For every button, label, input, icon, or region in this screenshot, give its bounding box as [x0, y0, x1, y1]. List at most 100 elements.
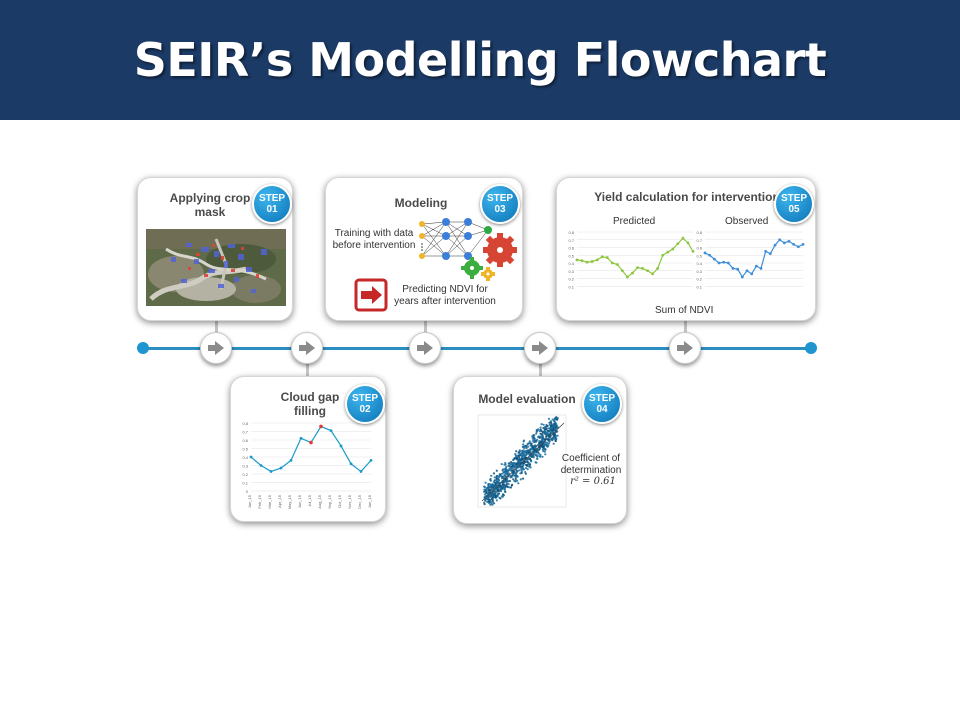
y-tick-label: 0.2	[568, 277, 574, 282]
data-point	[299, 436, 303, 440]
x-tick-label: Aug_15	[317, 494, 322, 509]
data-point	[717, 261, 721, 265]
step-05-card: Yield calculation for intervention Predi…	[556, 177, 816, 321]
x-tick-label: Jan_15	[247, 494, 252, 508]
timeline-end-dot	[805, 342, 817, 354]
y-tick-label: 0.2	[242, 472, 248, 477]
y-tick-label: 0.3	[242, 464, 248, 469]
step-01-badge-word: STEP	[258, 193, 286, 204]
neural-network-diagram	[419, 218, 517, 281]
connector-step-01	[215, 320, 218, 334]
data-point	[768, 252, 772, 256]
gear-icon	[481, 267, 495, 281]
series-line	[704, 238, 804, 279]
training-label: Training with data before intervention	[332, 228, 416, 251]
data-point	[595, 258, 599, 262]
connector-step-03	[424, 320, 427, 334]
step-05-badge-word: STEP	[780, 193, 808, 204]
r-squared-value: r² = 0.61	[570, 476, 616, 487]
y-tick-label: 0.6	[568, 246, 574, 251]
data-point	[269, 470, 273, 473]
play-arrow-icon	[417, 341, 433, 355]
data-point	[666, 250, 670, 254]
step-03-badge-number: 03	[494, 204, 506, 215]
play-arrow-icon	[208, 341, 224, 355]
data-point	[778, 238, 782, 242]
step-02-title: Cloud gap filling	[280, 390, 340, 418]
data-point	[750, 272, 754, 276]
x-tick-label: Apr_15	[277, 494, 282, 508]
predicting-label: Predicting NDVI for years after interven…	[394, 284, 496, 307]
data-point	[329, 429, 333, 433]
data-point	[279, 466, 283, 470]
sum-ndvi-label: Sum of NDVI	[655, 305, 714, 316]
title-bar: SEIR’s Modelling Flowchart	[0, 0, 960, 120]
y-tick-label: 0.6	[696, 246, 702, 251]
y-tick-label: 0.6	[242, 438, 248, 443]
x-tick-label: Jan_16	[367, 494, 372, 508]
data-point	[759, 267, 763, 270]
y-tick-label: 0	[246, 489, 249, 494]
play-arrow-icon	[677, 341, 693, 355]
predicted-label: Predicted	[613, 216, 656, 227]
step-04-badge-word: STEP	[588, 393, 616, 404]
y-tick-label: 0.8	[242, 421, 248, 426]
data-point	[708, 253, 712, 257]
y-tick-label: 0.5	[568, 253, 574, 258]
x-tick-label: Feb_15	[257, 494, 262, 508]
x-tick-label: Jul_15	[307, 494, 312, 507]
data-point	[349, 462, 353, 466]
data-point	[681, 236, 685, 240]
data-point	[736, 267, 740, 271]
y-tick-label: 0.8	[696, 230, 702, 235]
data-point	[626, 275, 629, 279]
gear-icon	[461, 257, 483, 279]
y-tick-label: 0.7	[568, 238, 574, 243]
data-point	[359, 470, 363, 473]
gap-filled-point	[319, 424, 323, 429]
data-point	[259, 464, 263, 467]
y-tick-label: 0.8	[568, 230, 574, 235]
data-point	[610, 261, 614, 265]
timeline-arrow-2	[291, 332, 323, 364]
data-point	[636, 266, 639, 270]
y-tick-label: 0.5	[696, 253, 702, 258]
data-point	[646, 269, 650, 273]
x-tick-label: Dec_15	[357, 494, 362, 509]
series-line	[576, 237, 694, 278]
data-point	[590, 260, 594, 263]
observed-ndvi-chart: 0.80.70.60.50.40.30.20.1	[696, 230, 805, 289]
data-point	[792, 243, 796, 246]
data-point	[339, 444, 343, 448]
observed-label: Observed	[725, 216, 769, 227]
data-point	[703, 251, 707, 255]
page-title: SEIR’s Modelling Flowchart	[133, 33, 827, 87]
evaluation-scatter-plot	[477, 414, 567, 508]
connector-step-04	[539, 362, 542, 378]
step-04-title: Model evaluation	[478, 392, 576, 406]
step-05-title: Yield calculation for intervention	[594, 190, 780, 204]
export-arrow-icon	[354, 278, 388, 312]
timeline-arrow-4	[524, 332, 556, 364]
step-04-badge-number: 04	[596, 404, 608, 415]
step-02-badge-number: 02	[359, 404, 371, 415]
data-point	[631, 271, 634, 275]
step-01-badge-number: 01	[266, 204, 278, 215]
data-point	[289, 459, 293, 462]
play-arrow-icon	[299, 341, 315, 355]
timeline-arrow-3	[409, 332, 441, 364]
step-05-badge-number: 05	[788, 204, 800, 215]
data-point	[686, 241, 690, 245]
y-tick-label: 0.4	[242, 455, 248, 460]
data-point	[773, 243, 777, 247]
data-point	[585, 260, 589, 264]
data-point	[671, 247, 675, 251]
y-tick-label: 0.3	[696, 269, 702, 274]
data-point	[600, 255, 604, 259]
y-tick-label: 0.7	[242, 430, 248, 435]
predicted-ndvi-chart: 0.80.70.60.50.40.30.20.1	[568, 230, 695, 289]
data-point	[580, 259, 584, 263]
